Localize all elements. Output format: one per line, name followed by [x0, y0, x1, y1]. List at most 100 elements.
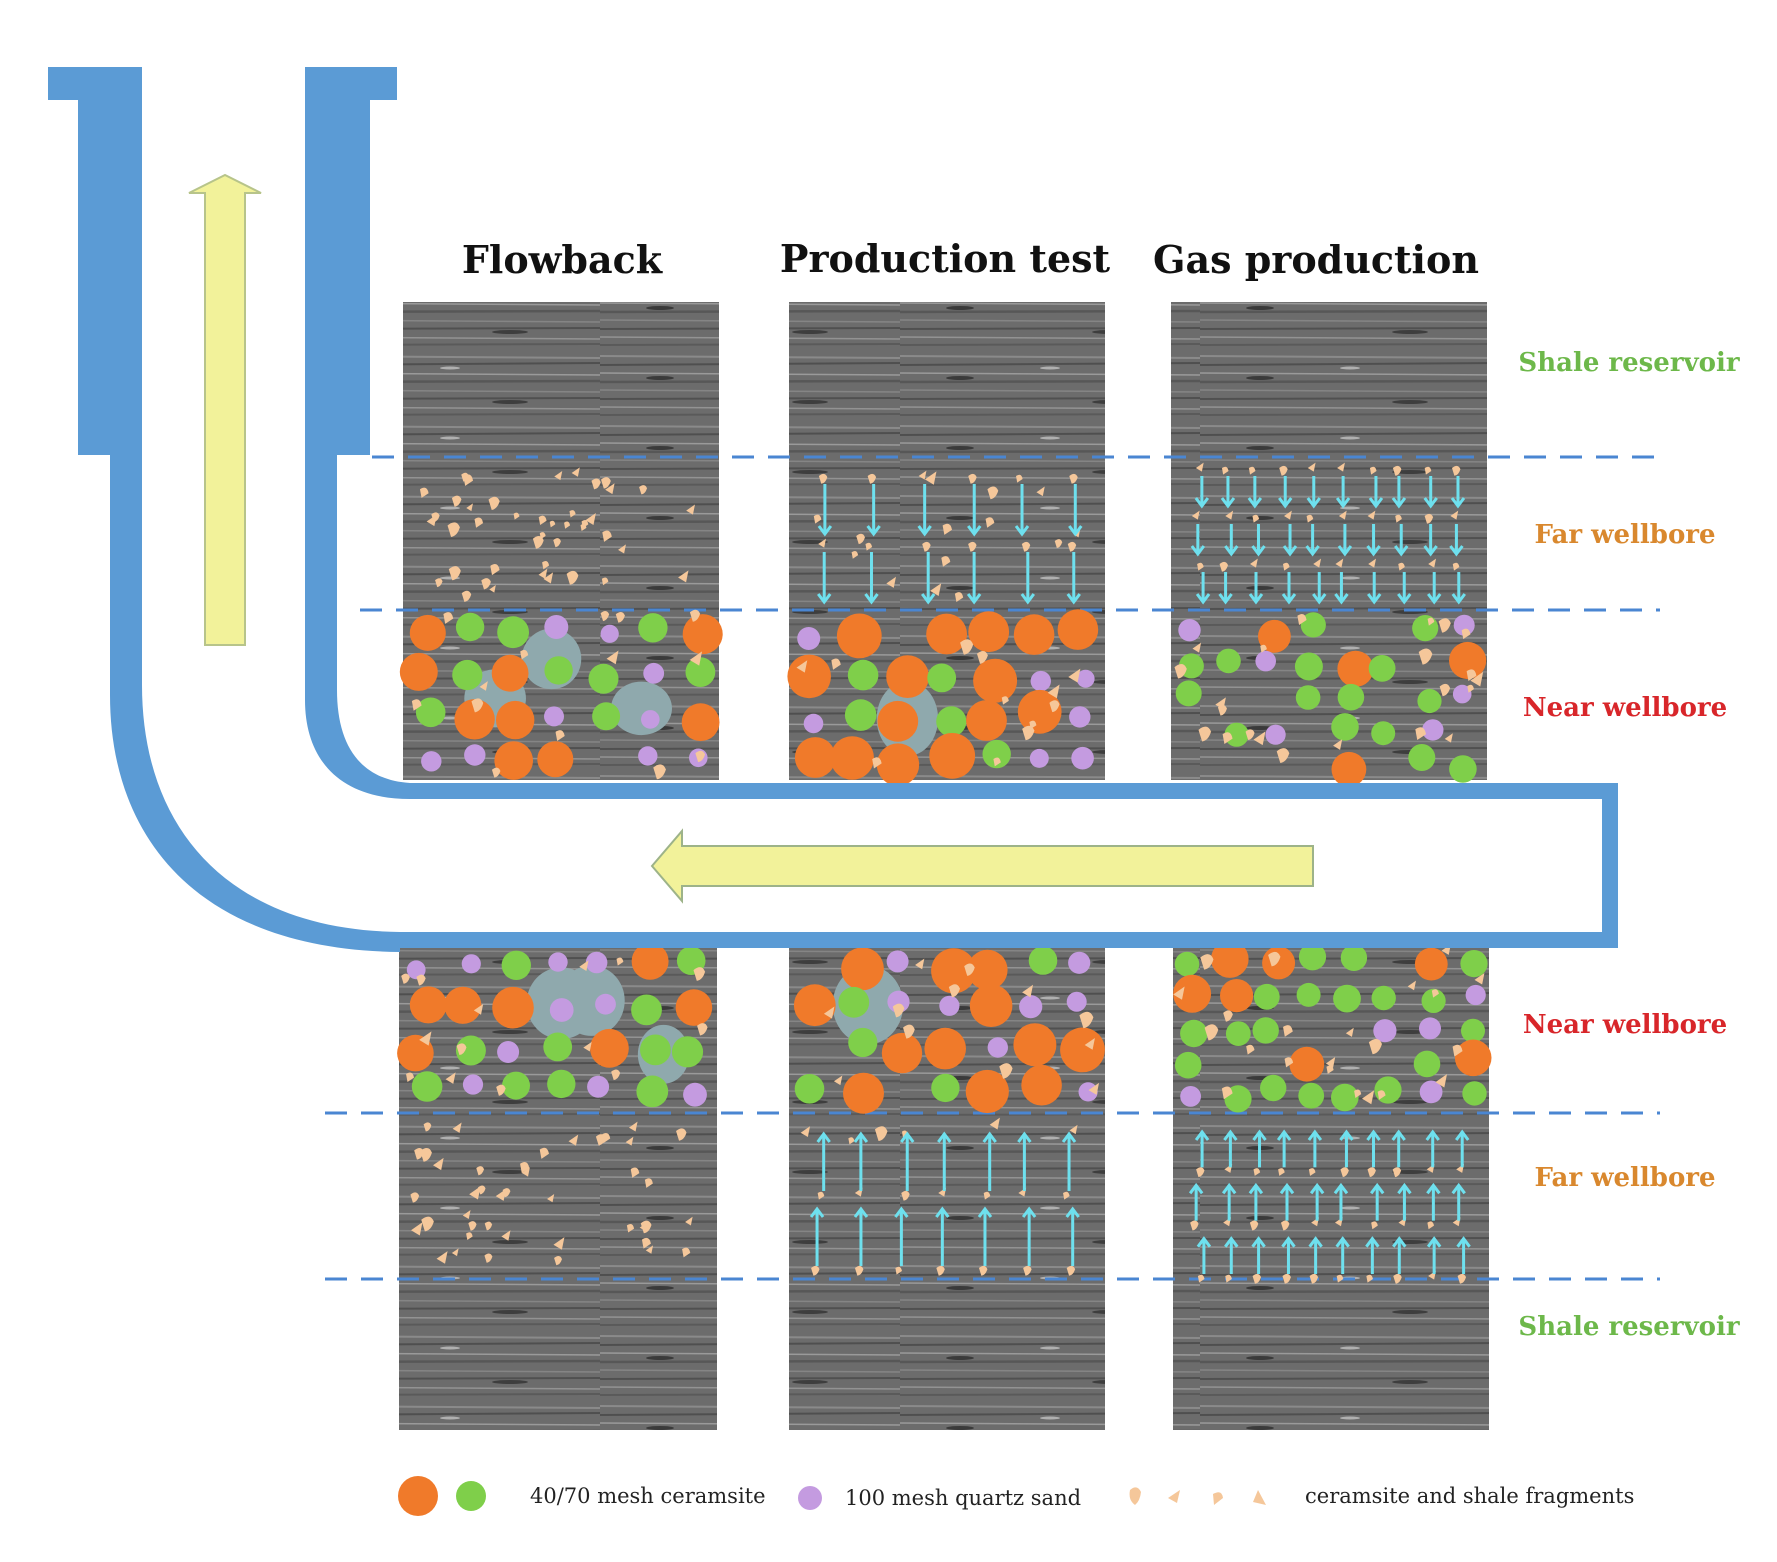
ceramsite-particle [1421, 988, 1446, 1014]
gas-flow-arrow [1020, 552, 1036, 605]
fragment-particle [1198, 726, 1212, 742]
fragment-particle [1325, 1057, 1336, 1068]
ceramsite-particle [1331, 713, 1359, 741]
ceramsite-particle [1175, 680, 1202, 707]
gas-flow-arrow [982, 1131, 997, 1191]
gas-flow-arrow [853, 1206, 869, 1266]
ceramsite-particle [675, 989, 713, 1026]
fragment-particle [626, 1223, 635, 1233]
ceramsite-particle [982, 739, 1011, 769]
gas-flow-arrow [1061, 1131, 1077, 1191]
ceramsite-particle [1060, 1027, 1105, 1073]
label-near-wellbore-bottom: Near wellbore [1523, 1010, 1727, 1040]
ceramsite-particle [973, 658, 1018, 703]
ceramsite-particle [966, 700, 1007, 741]
ceramsite-particle [929, 733, 976, 779]
fragment-particle [942, 523, 953, 535]
fragment-particle [1066, 1265, 1076, 1276]
ceramsite-particle [444, 986, 482, 1024]
fragment-particle [489, 585, 496, 593]
ceramsite-particle [1462, 1081, 1487, 1106]
fragment-particle [856, 533, 865, 545]
fragment-particle [676, 1128, 687, 1141]
fragment-particle [901, 1190, 910, 1201]
fragment-particle [539, 1147, 549, 1159]
fragment-particle [895, 1266, 902, 1275]
ceramsite-particle [926, 613, 967, 655]
gas-flow-arrow [1391, 1129, 1406, 1168]
quartz-sand-particle [1265, 724, 1286, 745]
fragment-particle [1435, 1074, 1447, 1088]
fragment-particle [1308, 1168, 1316, 1176]
gas-flow-arrow [1279, 1182, 1295, 1221]
quartz-sand-particle [544, 706, 564, 727]
fragment-particle [1461, 628, 1471, 640]
quartz-sand-particle [1030, 670, 1052, 692]
gas-flow-arrow [1339, 1129, 1354, 1168]
fragment-particle [936, 1265, 945, 1276]
quartz-sand-particle [641, 710, 660, 729]
ceramsite-particle [969, 984, 1013, 1027]
ceramsite-particle [848, 1027, 878, 1058]
quartz-sand-particle [1452, 684, 1472, 704]
ceramsite-particle [452, 659, 483, 691]
fragment-particle [1450, 510, 1459, 520]
gas-flow-arrow [1450, 476, 1466, 509]
fragment-particle [521, 1167, 530, 1177]
quartz-sand-particle [1465, 984, 1486, 1006]
quartz-sand-particle [939, 995, 960, 1016]
ceramsite-particle [967, 949, 1008, 991]
fragment-particle [693, 967, 706, 981]
gas-flow-arrow [1248, 1182, 1264, 1221]
fragment-particle [796, 660, 808, 673]
fragment-particle [685, 1216, 693, 1226]
fragment-particle [1204, 1024, 1219, 1041]
fragment-particle [1367, 1167, 1376, 1178]
fragment-particle [813, 514, 822, 524]
fragment-particle [1016, 474, 1023, 483]
fragment-particle [800, 1126, 811, 1138]
fragment-particle [874, 1126, 888, 1142]
fragment-particle [848, 1137, 855, 1145]
ceramsite-particle [1021, 1064, 1062, 1106]
fragment-particle [606, 650, 619, 665]
ceramsite-particle [455, 612, 485, 642]
fragment-particle [601, 577, 609, 586]
ceramsite-particle [494, 741, 533, 780]
aggregated-particle-clump [558, 965, 625, 1036]
fragment-particle [976, 650, 988, 664]
gas-flow-arrow [1308, 1236, 1323, 1274]
quartz-sand-particle [1071, 746, 1094, 770]
ceramsite-particle [592, 702, 621, 731]
gas-flow-arrow [1247, 476, 1263, 509]
ceramsite-particle [877, 700, 919, 742]
fragment-particle [1276, 748, 1290, 764]
ceramsite-particle [1454, 1039, 1492, 1077]
ceramsite-particle [1017, 689, 1062, 734]
fragment-particle [941, 556, 951, 567]
gas-flow-arrow [1451, 572, 1466, 605]
fragment-particle [867, 473, 877, 484]
fragment-particle [1467, 684, 1474, 693]
fragment-particle [462, 1210, 471, 1220]
fragment-particle [602, 530, 612, 542]
fragment-particle [1368, 1038, 1382, 1055]
fragment-particle [978, 1265, 988, 1276]
fragment-particle [989, 1117, 1000, 1130]
ceramsite-particle [1337, 683, 1365, 711]
fragment-particle [495, 1189, 506, 1201]
quartz-sand-particle [1066, 991, 1087, 1012]
fragment-particle [1084, 1037, 1095, 1050]
fragment-particle [1036, 486, 1045, 497]
fragment-particle [892, 1003, 905, 1018]
fragment-particle [579, 960, 589, 971]
gas-flow-arrow [1305, 524, 1320, 557]
fragment-particle [605, 483, 615, 495]
gas-flow-arrow [1065, 1206, 1080, 1266]
gas-flow-arrow [1251, 524, 1266, 557]
fragment-particle [964, 963, 975, 976]
gas-flow-arrow [816, 1131, 831, 1191]
fragment-particle [466, 1232, 473, 1241]
fragment-particle [1326, 1065, 1334, 1074]
fragment-particle [435, 578, 443, 588]
